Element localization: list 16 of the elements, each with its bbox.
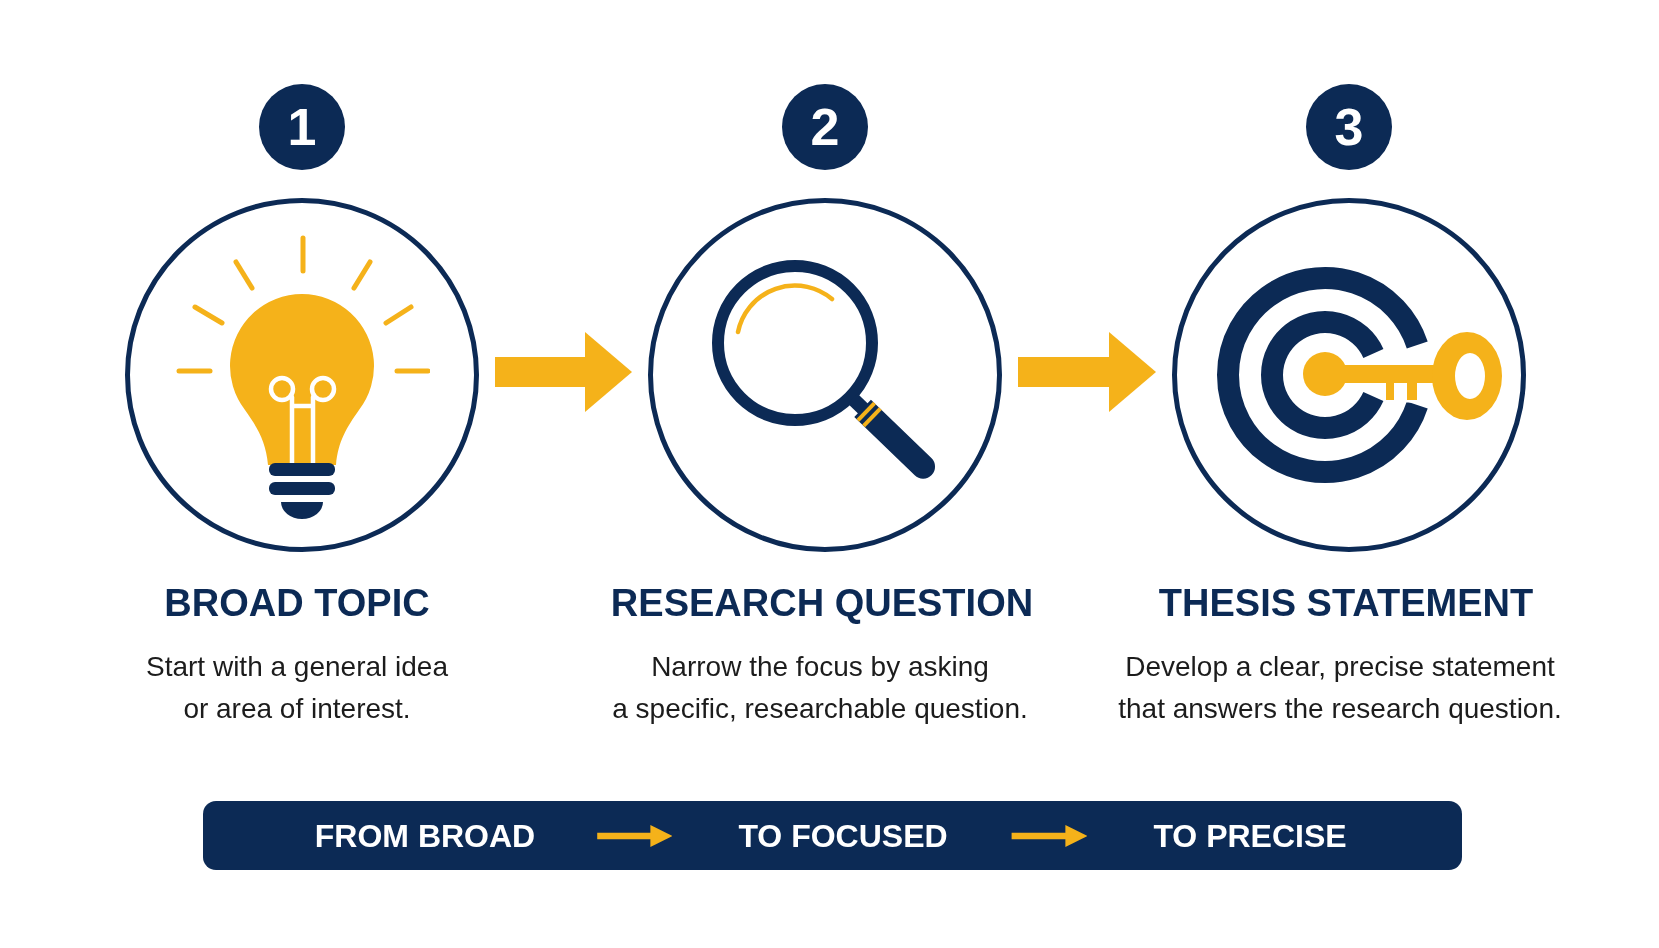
step-description: Develop a clear, precise statement that answers the research question. bbox=[1118, 650, 1562, 726]
step-number-badge: 1 bbox=[259, 84, 345, 170]
banner bbox=[203, 801, 1462, 870]
step-title: THESIS STATEMENT bbox=[1158, 584, 1534, 622]
banner-label: FROM BROAD bbox=[314, 820, 536, 852]
arrow bbox=[495, 332, 632, 412]
banner-label: TO FOCUSED bbox=[738, 820, 948, 852]
arrow bbox=[1018, 332, 1156, 412]
step-description: Start with a general idea or area of interest. bbox=[146, 650, 448, 726]
step-number-badge: 3 bbox=[1306, 84, 1392, 170]
arrow bbox=[1011, 825, 1088, 847]
step-description: Narrow the focus by asking a specific, researchable question. bbox=[612, 650, 1028, 726]
step-title: BROAD TOPIC bbox=[164, 584, 430, 622]
step-number-badge: 2 bbox=[782, 84, 868, 170]
banner-label: TO PRECISE bbox=[1153, 820, 1347, 852]
step-title: RESEARCH QUESTION bbox=[610, 584, 1034, 622]
